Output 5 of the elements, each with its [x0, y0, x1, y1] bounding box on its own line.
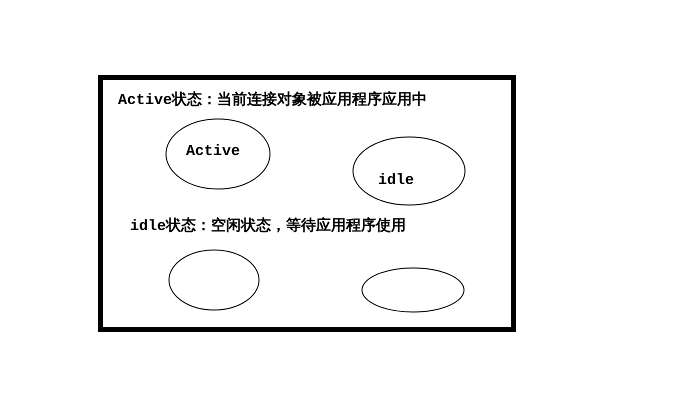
description-text: Active状态：当前连接对象被应用程序应用中 [118, 92, 428, 110]
state-label: idle [378, 172, 414, 190]
frame-box [98, 75, 516, 332]
state-label: Active [186, 143, 240, 161]
description-text: idle状态：空闲状态，等待应用程序使用 [130, 218, 406, 236]
